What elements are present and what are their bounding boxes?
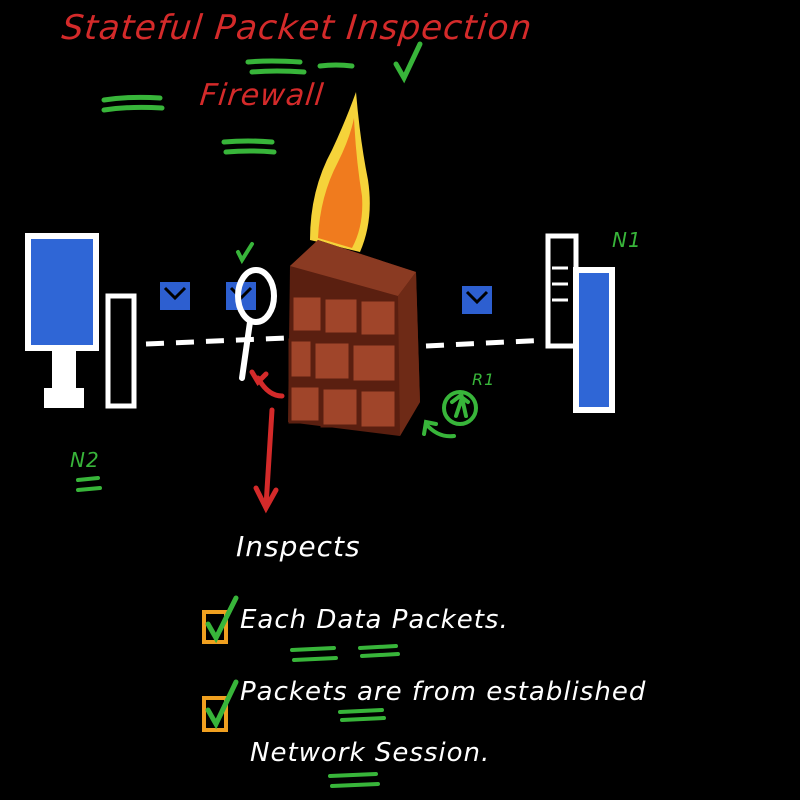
left-monitor-stand [52, 348, 76, 388]
left-monitor [25, 233, 99, 351]
right-monitor [573, 267, 615, 413]
inspect-item-1: Each Data Packets. [240, 605, 509, 635]
packet-1 [160, 282, 190, 310]
network-link [145, 335, 549, 349]
node-label-n1: N1 [612, 228, 642, 252]
right-tower [545, 233, 579, 349]
firewall-wall [288, 240, 420, 436]
right-computer-n1 [545, 233, 615, 413]
left-monitor-base [44, 388, 84, 408]
flame-icon [310, 92, 370, 252]
inspect-item-2-line1: Packets are from established [240, 677, 647, 707]
diagram-subtitle: Firewall [198, 78, 326, 113]
item-underlines [290, 644, 400, 788]
title-underlines [101, 58, 355, 155]
router-label-r1: R1 [472, 370, 496, 389]
left-tower [105, 293, 137, 409]
inspect-item-2-line2: Network Session. [250, 738, 491, 768]
router-r1 [422, 390, 478, 439]
checkbox-item-2 [202, 679, 239, 732]
left-computer-n2 [25, 233, 137, 409]
diagram-title: Stateful Packet Inspection [59, 8, 535, 48]
packet-check-icon [236, 242, 254, 265]
n2-underline [76, 476, 102, 492]
checkbox-item-1 [202, 595, 239, 644]
magnifier-icon [235, 267, 277, 381]
inspect-arrow [249, 369, 285, 514]
packet-3 [462, 286, 492, 314]
inspect-heading: Inspects [236, 530, 361, 563]
check-icon [393, 41, 423, 84]
node-label-n2: N2 [70, 448, 100, 472]
